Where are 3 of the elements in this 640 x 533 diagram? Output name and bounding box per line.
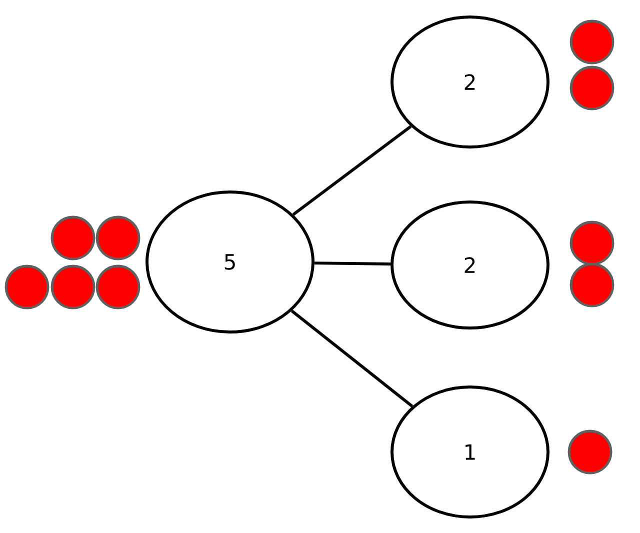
connector-line [314, 262, 391, 266]
connector-line [292, 125, 412, 216]
connector-line [290, 310, 414, 408]
